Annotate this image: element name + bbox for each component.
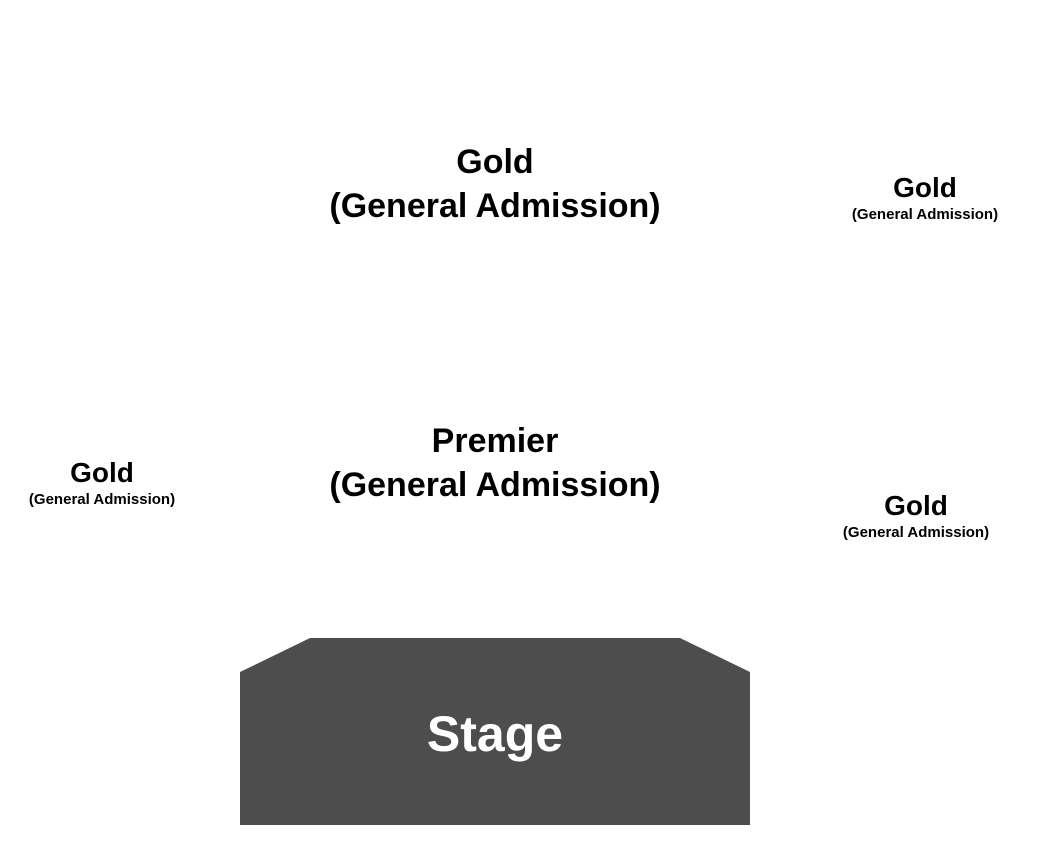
section-type-label: (General Admission) bbox=[329, 187, 661, 225]
section-tier-label: Gold bbox=[70, 457, 134, 488]
section-type-label: (General Admission) bbox=[851, 206, 999, 223]
section-tier-label: Gold bbox=[456, 143, 534, 181]
section-premier[interactable]: Premier (General Admission) bbox=[329, 419, 660, 507]
section-tier-label: Premier bbox=[431, 422, 559, 460]
stage-shape bbox=[240, 638, 750, 825]
section-type-label: (General Admission) bbox=[842, 524, 990, 541]
section-gold-top[interactable]: Gold (General Admission) bbox=[329, 140, 660, 228]
section-tier-label: Gold bbox=[893, 172, 957, 203]
section-gold-left[interactable]: Gold (General Admission) bbox=[29, 457, 175, 511]
section-tier-label: Gold bbox=[884, 490, 948, 521]
section-type-label: (General Admission) bbox=[28, 491, 176, 508]
section-gold-right-upper[interactable]: Gold (General Admission) bbox=[852, 172, 998, 226]
section-gold-right-lower[interactable]: Gold (General Admission) bbox=[843, 490, 989, 544]
stage-label: Stage bbox=[427, 706, 563, 762]
section-type-label: (General Admission) bbox=[329, 466, 661, 504]
